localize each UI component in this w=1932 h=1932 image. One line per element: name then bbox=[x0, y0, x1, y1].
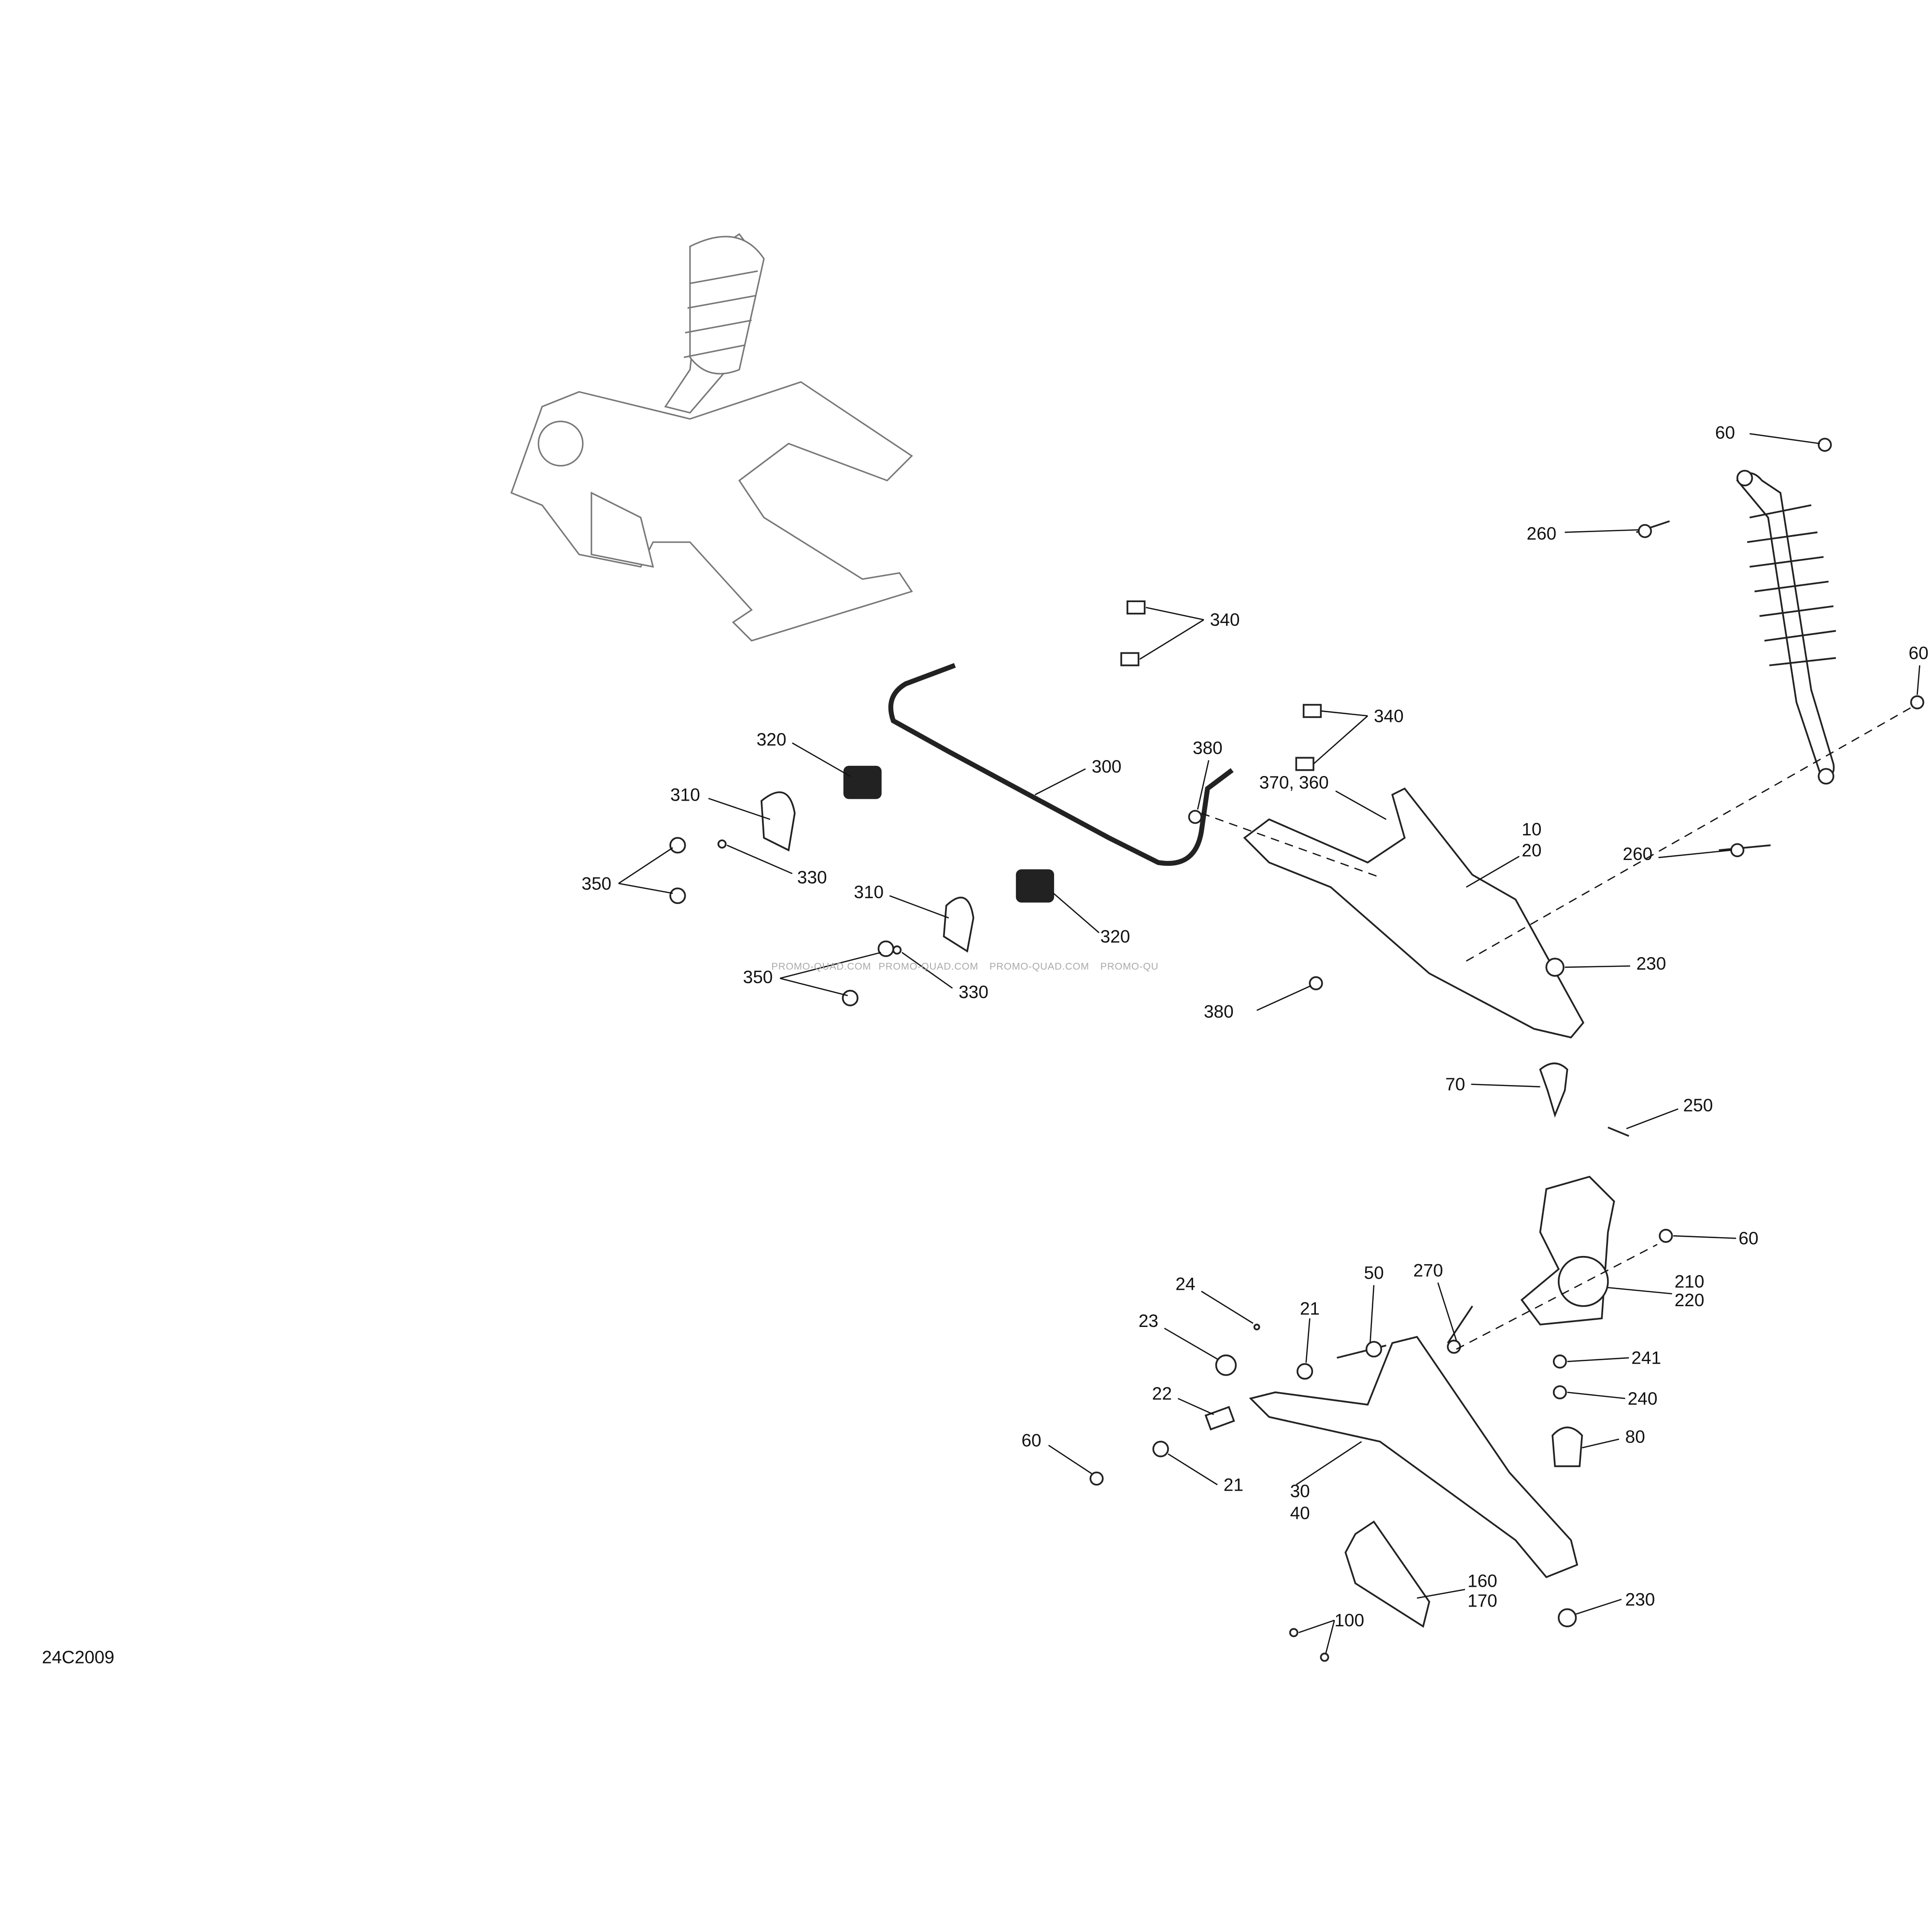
callout: 210 bbox=[1675, 1271, 1705, 1291]
svg-text:PROMO-QUAD.COM: PROMO-QUAD.COM bbox=[989, 961, 1089, 972]
assembly-line bbox=[1456, 1244, 1658, 1350]
svg-text:PROMO-QUAD.COM: PROMO-QUAD.COM bbox=[878, 961, 978, 972]
callout: 241 bbox=[1631, 1348, 1661, 1368]
upper-a-arm bbox=[1243, 787, 1585, 1039]
sway-bar bbox=[888, 663, 1234, 866]
callout: 10 bbox=[1522, 819, 1541, 839]
callout: 340 bbox=[1210, 610, 1240, 630]
steering-knuckle bbox=[1520, 1175, 1615, 1326]
leader-lines bbox=[618, 433, 1920, 1654]
svg-text:PROMO-QU: PROMO-QU bbox=[1100, 961, 1159, 972]
callout: 330 bbox=[959, 982, 988, 1002]
callout: 300 bbox=[1092, 757, 1122, 776]
callout: 380 bbox=[1204, 1002, 1234, 1022]
callout: 270 bbox=[1413, 1261, 1443, 1281]
assembly-line bbox=[1466, 704, 1917, 962]
callout: 260 bbox=[1527, 524, 1557, 544]
callout: 320 bbox=[1100, 927, 1130, 946]
svg-text:PROMO-QUAD.COM: PROMO-QUAD.COM bbox=[771, 961, 871, 972]
callout: 60 bbox=[1715, 423, 1735, 442]
hardware bbox=[669, 437, 1924, 1662]
callout: 30 bbox=[1290, 1481, 1310, 1501]
callout: 60 bbox=[1909, 643, 1929, 663]
shock-absorber bbox=[1736, 469, 1836, 785]
callout: 350 bbox=[743, 967, 773, 987]
callout: 350 bbox=[581, 874, 611, 893]
callout: 60 bbox=[1021, 1431, 1041, 1451]
callout: 80 bbox=[1625, 1427, 1645, 1447]
assembly-overview bbox=[510, 233, 913, 642]
callout: 340 bbox=[1374, 706, 1404, 726]
callout: 310 bbox=[670, 785, 700, 805]
callout: 70 bbox=[1445, 1074, 1465, 1094]
callout: 230 bbox=[1625, 1590, 1655, 1609]
callout-labels: 60 260 340 340 60 320 300 380 310 370, 3… bbox=[42, 423, 1929, 1667]
callout: 160 bbox=[1467, 1571, 1497, 1591]
callout: 380 bbox=[1193, 738, 1223, 758]
skid-plate bbox=[1344, 1520, 1430, 1628]
callout: 220 bbox=[1675, 1290, 1705, 1310]
callout: 320 bbox=[757, 730, 787, 749]
callout: 21 bbox=[1224, 1475, 1243, 1495]
callout: 60 bbox=[1738, 1228, 1758, 1248]
callout: 40 bbox=[1290, 1503, 1310, 1523]
watermark: PROMO-QUAD.COM PROMO-QUAD.COM PROMO-QUAD… bbox=[771, 961, 1158, 972]
callout: 170 bbox=[1467, 1591, 1497, 1610]
callout: 22 bbox=[1152, 1384, 1172, 1404]
callout: 21 bbox=[1300, 1299, 1320, 1319]
assembly-line bbox=[1201, 812, 1381, 878]
callout: 370, 360 bbox=[1259, 773, 1329, 792]
callout: 250 bbox=[1683, 1096, 1713, 1115]
callout: 330 bbox=[797, 868, 827, 888]
lower-a-arm bbox=[1249, 1336, 1579, 1579]
diagram-id: 24C2009 bbox=[42, 1648, 114, 1667]
callout: 50 bbox=[1364, 1263, 1384, 1283]
callout: 260 bbox=[1623, 844, 1653, 864]
callout: 23 bbox=[1139, 1311, 1158, 1331]
callout: 310 bbox=[854, 882, 884, 902]
callout: 24 bbox=[1175, 1274, 1195, 1294]
callout: 230 bbox=[1636, 954, 1666, 973]
callout: 100 bbox=[1334, 1610, 1364, 1630]
callout: 20 bbox=[1522, 840, 1541, 860]
callout: 240 bbox=[1628, 1389, 1658, 1409]
